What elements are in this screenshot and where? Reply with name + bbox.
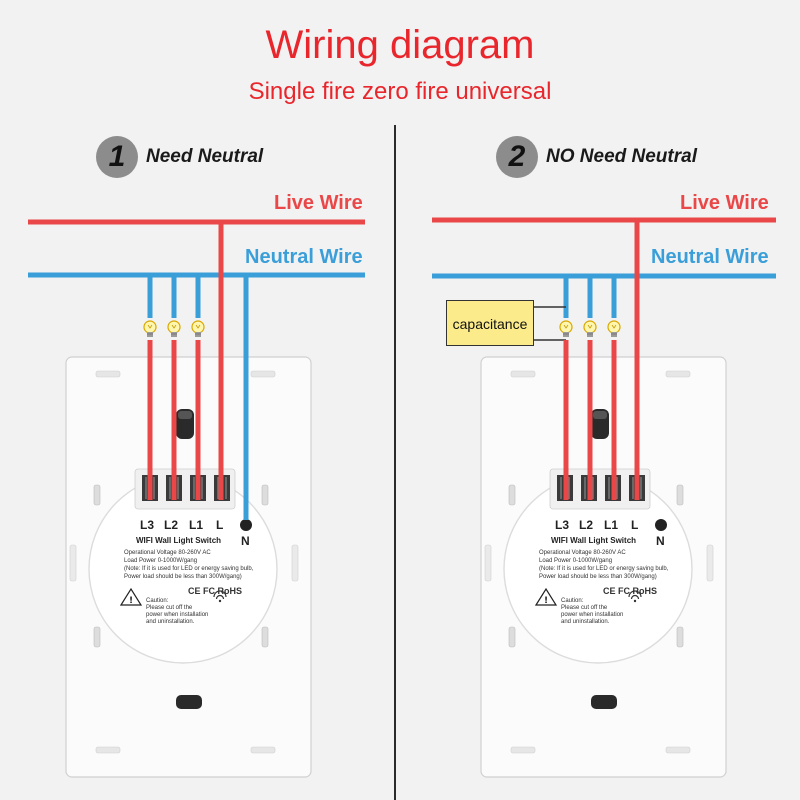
module-note: Power load should be less than 300W/gang… <box>124 574 242 580</box>
module-note: (Note: If it is used for LED or energy s… <box>539 566 669 572</box>
terminal-label: L <box>631 518 639 532</box>
bulb-icon <box>143 320 157 338</box>
module-load: Load Power 0-1000W/gang <box>124 558 198 564</box>
page-title: Wiring diagram <box>265 23 535 67</box>
caution-text: power when installation <box>146 612 209 618</box>
panel-divider <box>394 125 396 800</box>
terminal-label: L <box>216 518 224 532</box>
terminal-label: L1 <box>189 518 204 532</box>
module-note: Power load should be less than 300W/gang… <box>539 574 657 580</box>
caution-text: power when installation <box>561 612 624 618</box>
bulb-icon <box>167 320 181 338</box>
certification-marks: CE FC RoHS <box>188 586 242 596</box>
right-wiring <box>432 217 776 500</box>
step-two-header: 2 NO Need Neutral <box>496 136 697 178</box>
step-number: 2 <box>496 136 538 178</box>
module-load: Load Power 0-1000W/gang <box>539 558 613 564</box>
certification-marks: CE FC RoHS <box>603 586 657 596</box>
step-one-header: 1 Need Neutral <box>96 136 263 178</box>
caution-text: Please cut off the <box>561 605 608 611</box>
module-name: WIFI Wall Light Switch <box>136 536 222 545</box>
bulb-icon <box>559 320 573 338</box>
live-wire-label: Live Wire <box>274 192 363 214</box>
terminal-label: L2 <box>164 518 179 532</box>
module-voltage: Operational Voltage 80-260V AC <box>124 550 211 556</box>
caution-title: Caution: <box>146 598 169 604</box>
step-caption: NO Need Neutral <box>546 146 697 167</box>
bulb-icon <box>607 320 621 338</box>
caution-title: Caution: <box>561 598 584 604</box>
left-wiring <box>28 219 365 520</box>
neutral-wire-label: Neutral Wire <box>245 246 363 268</box>
terminal-label: L1 <box>604 518 619 532</box>
page-subtitle: Single fire zero fire universal <box>248 78 552 105</box>
capacitor-box: capacitance <box>446 300 534 346</box>
bulb-icon <box>583 320 597 338</box>
neutral-wire-label: Neutral Wire <box>651 246 769 268</box>
step-number: 1 <box>96 136 138 178</box>
module-note: (Note: If it is used for LED or energy s… <box>124 566 254 572</box>
terminal-label: L2 <box>579 518 594 532</box>
terminal-label: L3 <box>555 518 570 532</box>
caution-text: and uninstallation. <box>561 619 610 625</box>
terminal-label: N <box>656 534 665 548</box>
terminal-label: N <box>241 534 250 548</box>
step-caption: Need Neutral <box>146 146 264 167</box>
module-voltage: Operational Voltage 80-260V AC <box>539 550 626 556</box>
terminal-label: L3 <box>140 518 155 532</box>
live-wire-label: Live Wire <box>680 192 769 214</box>
module-name: WIFI Wall Light Switch <box>551 536 637 545</box>
caution-text: Please cut off the <box>146 605 193 611</box>
caution-text: and uninstallation. <box>146 619 195 625</box>
bulb-icon <box>191 320 205 338</box>
